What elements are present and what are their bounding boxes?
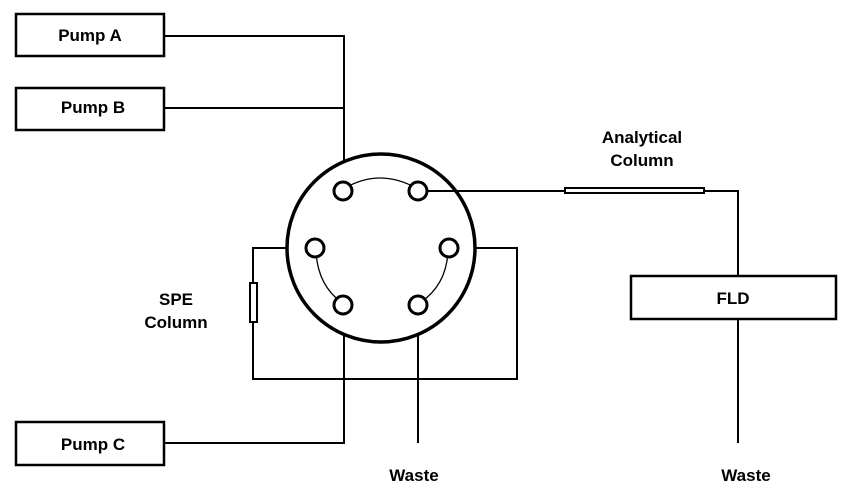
valve-port-4 xyxy=(407,294,429,316)
valve-port-3 xyxy=(438,237,460,259)
pump-c-line xyxy=(164,314,345,444)
fld-box xyxy=(629,274,838,321)
pump-a-label: Pump A xyxy=(58,26,122,45)
pump-a-line xyxy=(164,35,345,182)
rotor-channel-top xyxy=(344,177,417,189)
spe-label-line1: SPE xyxy=(159,290,193,309)
valve-port-5 xyxy=(332,294,354,316)
pump-b-box xyxy=(14,86,166,132)
spe-column xyxy=(249,282,258,323)
analytical-line xyxy=(427,190,739,277)
analytical-label-line2: Column xyxy=(610,151,673,170)
valve-port-2 xyxy=(407,180,429,202)
spe-label-line2: Column xyxy=(144,313,207,332)
pump-a-box xyxy=(14,12,166,58)
waste-label-fld: Waste xyxy=(721,466,770,485)
waste-label-valve: Waste xyxy=(389,466,438,485)
six-port-valve xyxy=(285,152,477,344)
analytical-label-line1: Analytical xyxy=(602,128,682,147)
pump-c-label: Pump C xyxy=(61,435,125,454)
valve-port-1 xyxy=(332,180,354,202)
pump-b-label: Pump B xyxy=(61,98,125,117)
fld-label: FLD xyxy=(716,289,749,308)
valve-port-6 xyxy=(304,237,326,259)
analytical-column xyxy=(564,187,705,194)
pump-c-box xyxy=(14,420,166,467)
spe-loop-line xyxy=(252,247,518,380)
